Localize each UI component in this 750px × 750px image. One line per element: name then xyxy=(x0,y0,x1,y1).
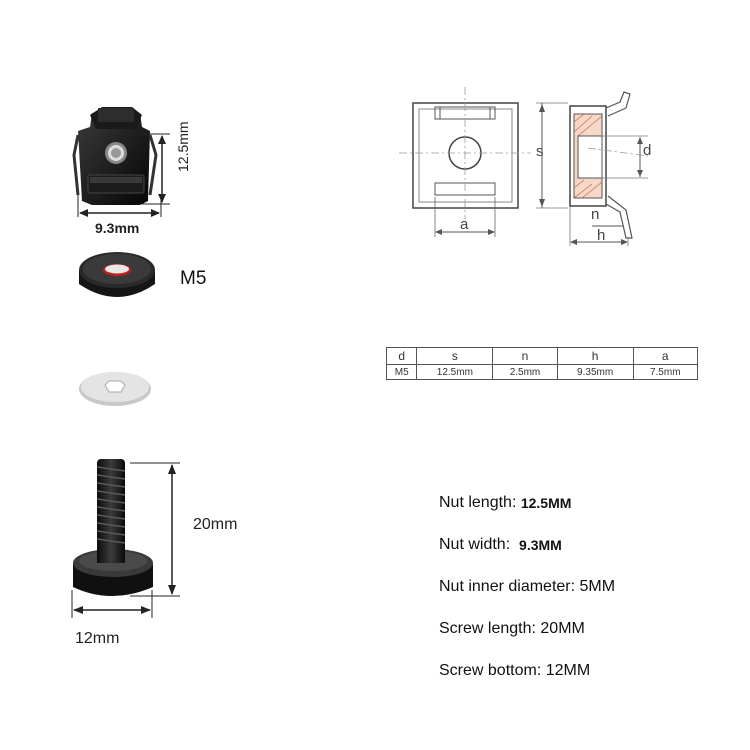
specs-list: Nut length: 12.5MM Nut width: 9.3MM Nut … xyxy=(439,482,615,692)
spec-label: Nut inner diameter: xyxy=(439,578,580,595)
drawing-label-n: n xyxy=(591,206,600,223)
drawing-label-a: a xyxy=(460,216,469,233)
side-view-drawing xyxy=(536,91,649,246)
washer-size-label: M5 xyxy=(180,268,207,289)
spec-table-cell: 9.35mm xyxy=(556,364,634,380)
drawing-label-h: h xyxy=(597,227,606,244)
spec-screw-bottom: Screw bottom: 12MM xyxy=(439,650,615,692)
spec-value: 20MM xyxy=(540,620,585,637)
black-washer-image xyxy=(79,252,155,297)
spec-nut-length: Nut length: 12.5MM xyxy=(439,482,615,524)
nut-width-dimension xyxy=(77,195,162,217)
spec-table-cell: M5 xyxy=(385,364,418,380)
drawing-label-s: s xyxy=(536,143,544,160)
screw-head-label: 12mm xyxy=(75,630,120,647)
spec-nut-inner-diameter: Nut inner diameter: 5MM xyxy=(439,566,615,608)
spec-table-row: M5 12.5mm 2.5mm 9.35mm 7.5mm xyxy=(385,364,699,380)
spec-label: Screw length: xyxy=(439,620,541,637)
spec-table-header-row: d s n h a xyxy=(385,347,699,365)
cage-nut-image xyxy=(72,107,158,205)
screw-image xyxy=(73,459,153,596)
spec-nut-width: Nut width: 9.3MM xyxy=(439,524,615,566)
nut-width-label: 9.3mm xyxy=(95,220,140,236)
spec-table-header: s xyxy=(416,347,494,365)
front-view-drawing xyxy=(399,87,531,237)
silver-washer-image xyxy=(79,372,151,406)
spec-value: 12MM xyxy=(545,662,591,679)
spec-table-header: a xyxy=(632,347,699,365)
spec-table: d s n h a M5 12.5mm 2.5mm 9.35mm 7.5mm xyxy=(385,347,699,380)
nut-height-label: 12.5mm xyxy=(175,121,191,172)
spec-value: 9.3MM xyxy=(519,537,562,553)
drawing-label-d: d xyxy=(643,142,652,159)
spec-table-header: d xyxy=(385,347,418,365)
spec-label: Screw bottom: xyxy=(439,662,546,679)
spec-value: 12.5MM xyxy=(520,495,572,511)
spec-value: 5MM xyxy=(579,578,616,595)
spec-table-header: n xyxy=(492,347,558,365)
nut-height-dimension xyxy=(142,133,170,205)
spec-label: Nut length: xyxy=(439,494,521,511)
screw-length-label: 20mm xyxy=(193,516,238,533)
screw-head-dimension xyxy=(71,590,153,618)
spec-screw-length: Screw length: 20MM xyxy=(439,608,615,650)
spec-label: Nut width: xyxy=(439,536,520,553)
screw-length-dimension xyxy=(130,462,180,597)
spec-table-cell: 7.5mm xyxy=(632,364,699,380)
spec-table-cell: 12.5mm xyxy=(416,364,494,380)
spec-table-cell: 2.5mm xyxy=(492,364,558,380)
spec-table-header: h xyxy=(556,347,634,365)
